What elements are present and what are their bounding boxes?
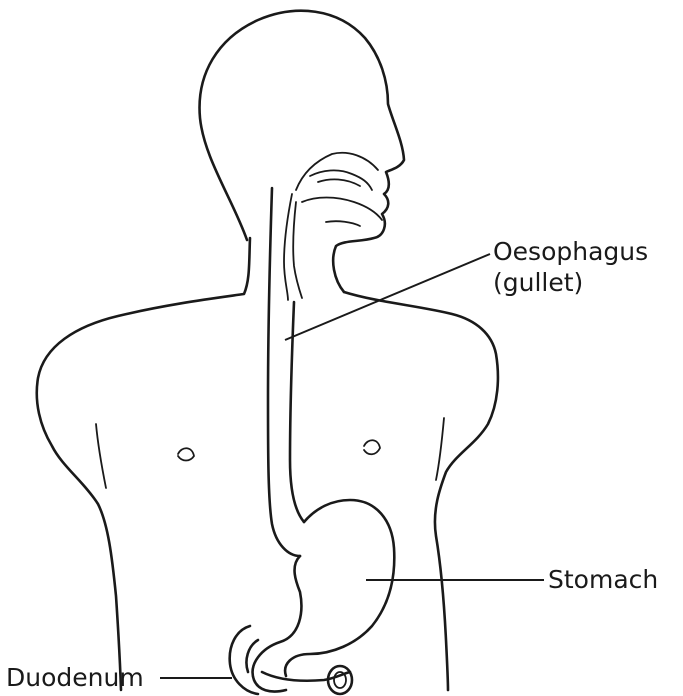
stomach-label: Stomach bbox=[548, 564, 658, 595]
mouth-cavity bbox=[302, 198, 382, 227]
right-arm-crease bbox=[436, 418, 444, 480]
right-nipple bbox=[364, 440, 380, 454]
oesophagus-leader-line bbox=[285, 254, 490, 340]
duodenum-label: Duodenum bbox=[6, 662, 144, 693]
pharynx bbox=[284, 194, 302, 300]
left-arm-crease bbox=[96, 424, 106, 488]
head-outline bbox=[200, 11, 404, 292]
oesophagus-label-line1: Oesophagus bbox=[493, 236, 648, 267]
left-torso-outline bbox=[37, 238, 250, 690]
nasal-cavity bbox=[296, 153, 378, 190]
left-nipple bbox=[178, 448, 194, 460]
oesophagus-label-line2: (gullet) bbox=[493, 267, 648, 298]
duodenum-opening bbox=[328, 666, 352, 694]
oesophagus-label: Oesophagus (gullet) bbox=[493, 236, 648, 298]
